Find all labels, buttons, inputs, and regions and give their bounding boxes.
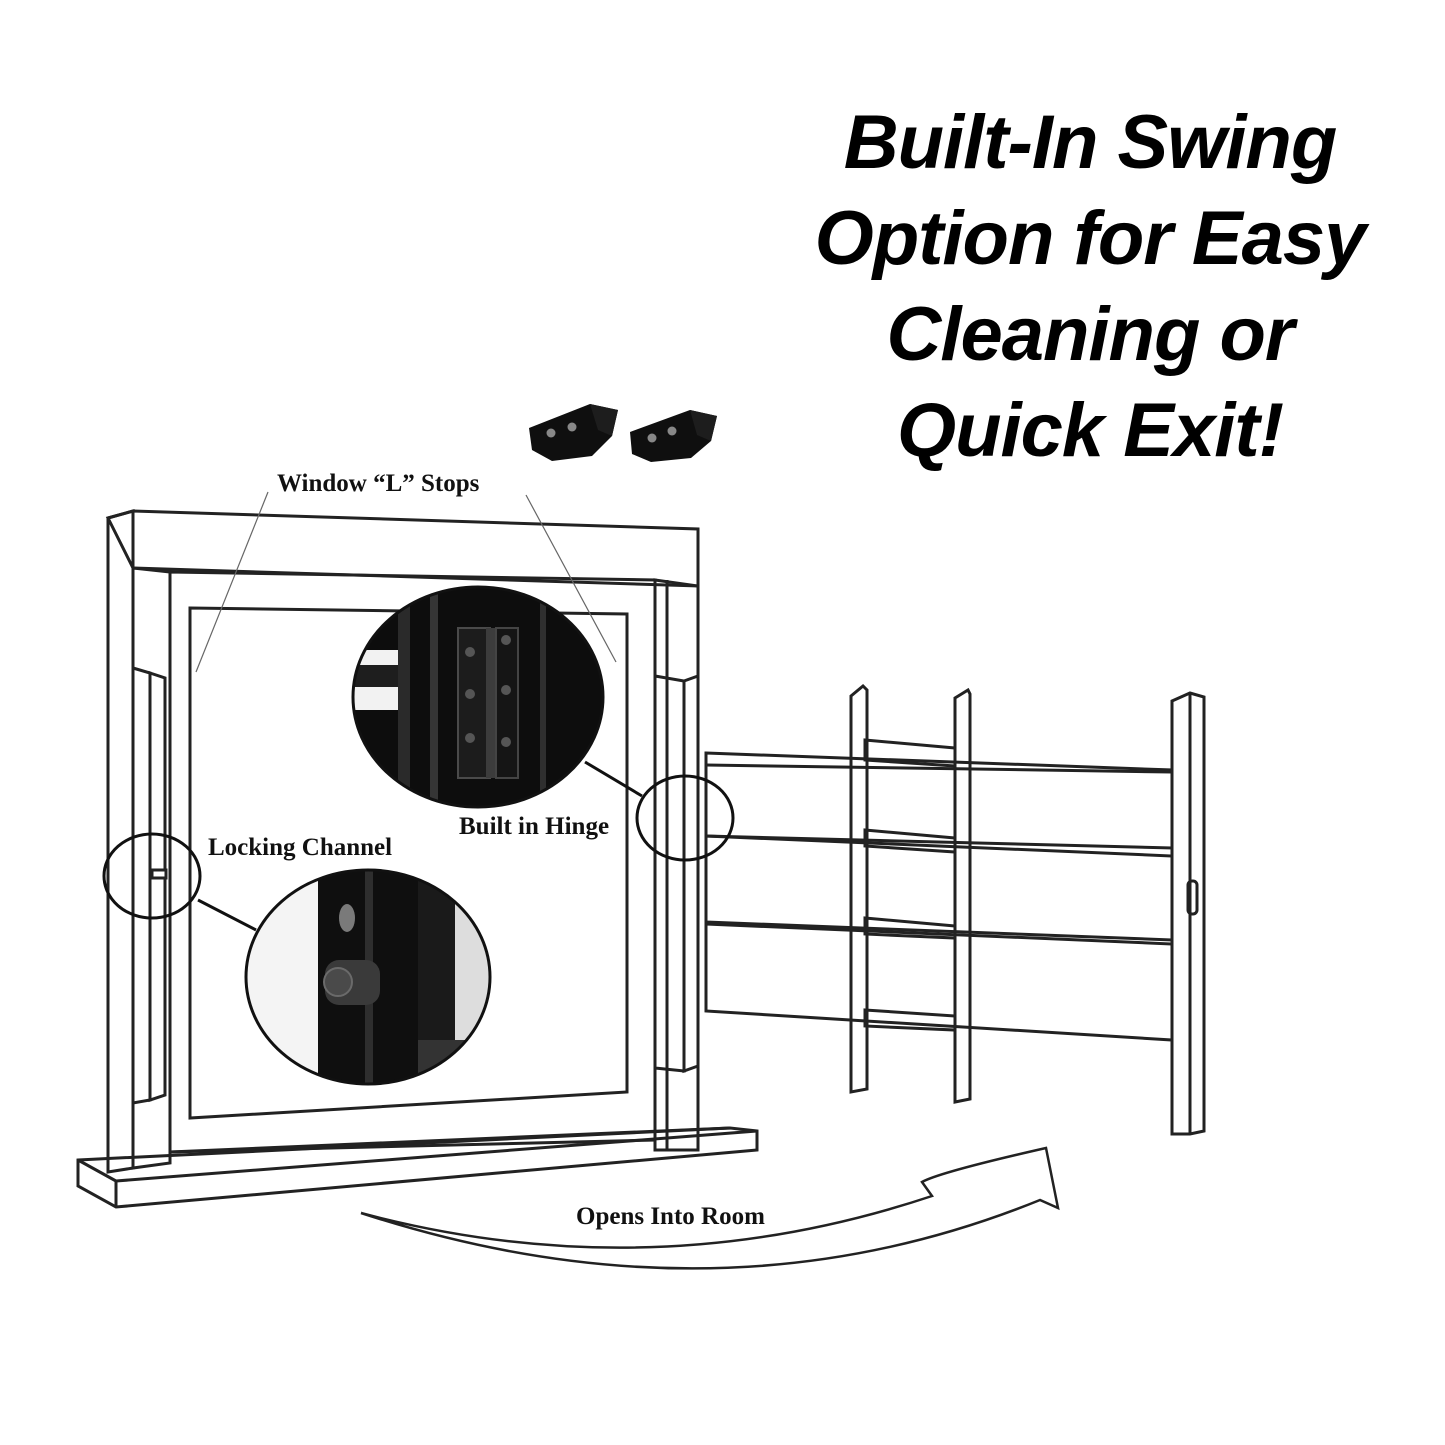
headline-line-2: Option for Easy [814, 196, 1367, 281]
l-stop-bracket-right [630, 410, 717, 462]
swing-grille [704, 683, 1206, 1136]
label-hinge: Built in Hinge [459, 813, 610, 840]
l-stop-leaders [195, 491, 617, 673]
l-stop-bracket-left [529, 404, 618, 461]
opens-arrow [360, 1146, 1060, 1270]
window-frame [76, 509, 759, 1209]
label-opens-into-room: Opens Into Room [576, 1203, 765, 1230]
lock-callout [102, 832, 492, 1086]
headline: Built-In Swing Option for Easy Cleaning … [780, 95, 1400, 479]
hinge-callout [351, 585, 735, 862]
headline-line-1: Built-In Swing [843, 100, 1338, 185]
label-locking-channel: Locking Channel [208, 834, 393, 861]
headline-line-4: Quick Exit! [897, 388, 1284, 473]
label-l-stops: Window “L” Stops [277, 470, 480, 497]
headline-line-3: Cleaning or [886, 292, 1294, 377]
